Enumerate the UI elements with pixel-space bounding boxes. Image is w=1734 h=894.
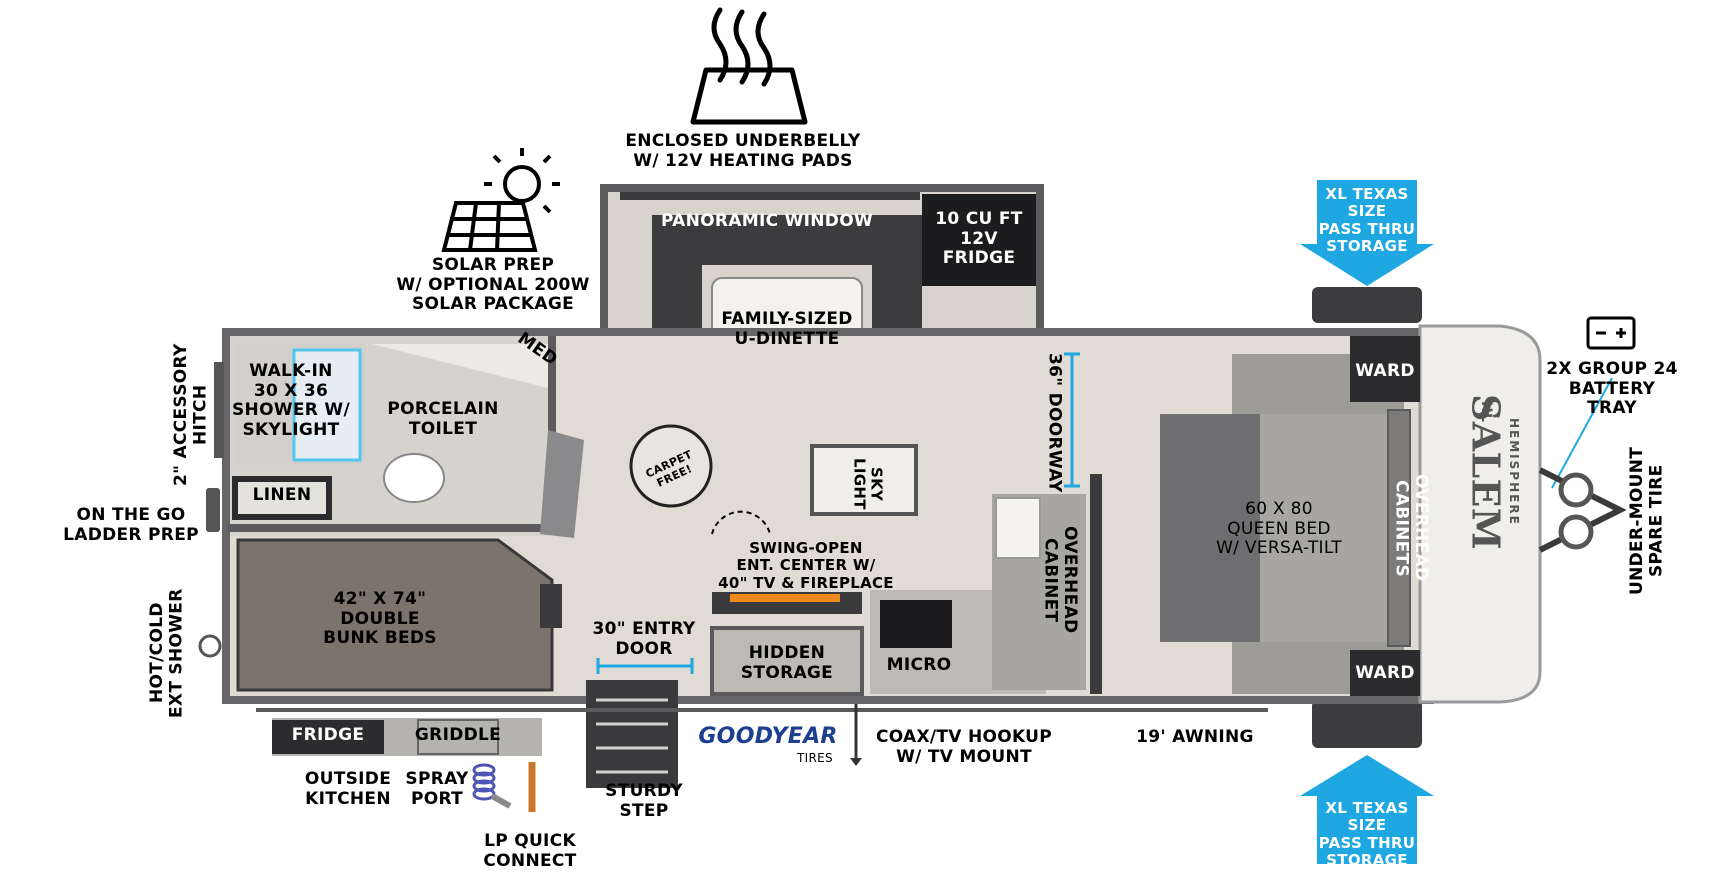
storage-arrow-top [1300,180,1434,286]
linen-label: LINEN [252,485,312,505]
hitch-label: 2" ACCESSORY HITCH [171,343,211,487]
heat-waves-icon [690,7,808,125]
ext-shower-label: HOT/COLD EXT SHOWER [147,588,187,718]
ent-center-label: SWING-OPEN ENT. CENTER W/ 40" TV & FIREP… [718,539,894,592]
overhead-cabinets-label: OVERHEAD CABINETS [1391,474,1432,582]
awning-label: 19' AWNING [1136,727,1254,747]
underbelly-label: ENCLOSED UNDERBELLY W/ 12V HEATING PADS [625,131,861,171]
dinette-label: FAMILY-SIZED U-DINETTE [721,309,853,349]
coax-label: COAX/TV HOOKUP W/ TV MOUNT [875,727,1053,767]
ward-top-label: WARD [1355,361,1415,381]
ladder-label: ON THE GO LADDER PREP [63,505,199,545]
toilet-label: PORCELAIN TOILET [387,399,499,439]
bunks-label: 42" X 74" DOUBLE BUNK BEDS [323,589,437,649]
queen-bed-label: 60 X 80 QUEEN BED W/ VERSA-TILT [1216,499,1342,559]
lp-quick-label: LP QUICK CONNECT [483,831,577,871]
sturdy-step-label: STURDY STEP [605,781,683,821]
solar-label: SOLAR PREP W/ OPTIONAL 200W SOLAR PACKAG… [396,255,590,315]
brand-sub: HEMISPHERE [1506,418,1521,526]
storage-arrow-bottom [1300,755,1434,864]
fridge-12v-label: 10 CU FT 12V FRIDGE [935,209,1023,269]
storage-bottom-label: XL TEXAS SIZE PASS THRU STORAGE [1318,799,1416,869]
doorway-label: 36" DOORWAY [1044,353,1065,493]
spare-tire-label: UNDER-MOUNT SPARE TIRE [1627,446,1667,596]
tires-label: TIRES [797,751,833,765]
shower-label: WALK-IN 30 X 36 SHOWER W/ SKYLIGHT [232,361,350,440]
griddle-label: GRIDDLE [414,725,502,745]
overhead-cabinet-label: OVERHEAD CABINET [1040,526,1081,634]
brand-sub2: HL [1478,401,1495,423]
hidden-storage-label: HIDDEN STORAGE [740,643,834,683]
fridge-out-label: FRIDGE [291,725,365,745]
outside-kitchen-label: OUTSIDE KITCHEN [304,769,392,809]
battery-icon [1586,316,1636,350]
micro-label: MICRO [886,655,952,675]
panoramic-window-label: PANORAMIC WINDOW [660,211,874,231]
ward-bottom-label: WARD [1355,663,1415,683]
skylight-label: SKY LIGHT [850,458,886,510]
solar-panel-icon [441,148,560,252]
battery-label: 2X GROUP 24 BATTERY TRAY [1546,359,1678,419]
storage-top-label: XL TEXAS SIZE PASS THRU STORAGE [1318,185,1416,255]
spray-port-label: SPRAY PORT [405,769,469,809]
brand-logo: SALEM [1463,393,1509,551]
entry-door-label: 30" ENTRY DOOR [592,619,696,659]
goodyear-logo: GOODYEAR [698,724,838,749]
